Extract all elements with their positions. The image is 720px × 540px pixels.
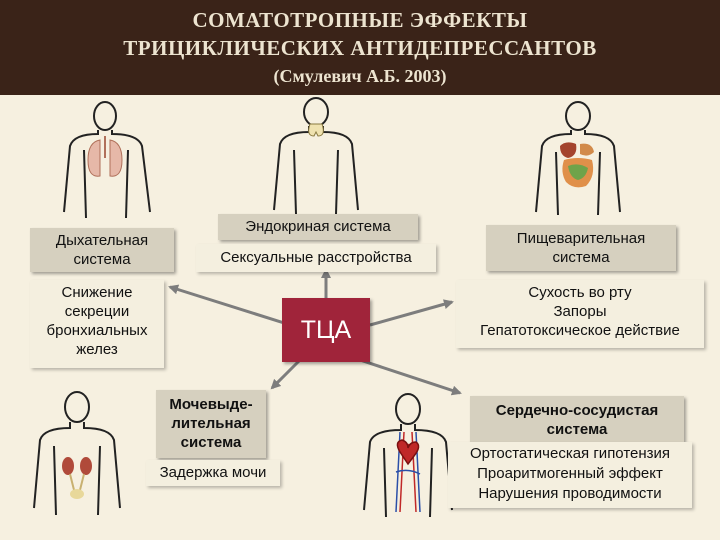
body-figure-lungs: [63, 101, 151, 219]
cardio-title: Сердечно-сосудистая система: [470, 396, 684, 442]
endocrine-title-text: Эндокриная система: [245, 218, 391, 235]
cardio-effect: Ортостатическая гипотензия Проаритмогенн…: [448, 442, 692, 508]
digestive-effect-line-2: Запоры: [553, 303, 607, 320]
arrow-to-urinary: [270, 358, 302, 390]
respiratory-effect: Снижение секреции бронхиальных желез: [30, 280, 164, 368]
digestive-title: Пищеварительная система: [486, 225, 676, 271]
respiratory-effect-line-3: бронхиальных: [46, 322, 148, 339]
urinary-title: Мочевыде- лительная система: [156, 390, 266, 458]
digestive-effect: Сухость во рту Запоры Гепатотоксическое …: [456, 280, 704, 348]
urinary-effect-text: Задержка мочи: [159, 464, 267, 481]
cardio-effect-line-3: Нарушения проводимости: [478, 485, 662, 502]
title-banner: СОМАТОТРОПНЫЕ ЭФФЕКТЫ ТРИЦИКЛИЧЕСКИХ АНТ…: [0, 0, 720, 95]
body-figure-cardiovascular: [363, 393, 453, 518]
digestive-effect-line-1: Сухость во рту: [528, 284, 632, 301]
arrow-to-digestive: [369, 299, 454, 327]
cardio-effect-line-2: Проаритмогенный эффект: [477, 465, 663, 482]
thyroid-icon: [308, 123, 324, 137]
title-citation: (Смулевич А.Б. 2003): [273, 66, 447, 86]
urinary-title-line-3: система: [180, 434, 242, 451]
urinary-effect: Задержка мочи: [146, 460, 280, 486]
body-figure-kidneys: [33, 391, 121, 516]
digestive-title-line-2: система: [552, 249, 610, 266]
digestive-title-line-1: Пищеварительная: [516, 230, 646, 247]
tca-center-box: ТЦА: [282, 298, 370, 362]
respiratory-title: Дыхательная система: [30, 228, 174, 272]
title-line-2: ТРИЦИКЛИЧЕСКИХ АНТИДЕПРЕССАНТОВ: [123, 36, 597, 60]
body-figure-digestive: [535, 101, 621, 216]
endocrine-effect: Сексуальные расстройства: [196, 244, 436, 272]
heart-vessels-icon: [395, 431, 421, 513]
digestive-effect-line-3: Гепатотоксическое действие: [480, 322, 680, 339]
arrow-to-respiratory: [168, 284, 301, 330]
endocrine-effect-text: Сексуальные расстройства: [220, 249, 412, 266]
arrow-to-cardio: [359, 358, 462, 396]
body-figure-thyroid: [273, 97, 359, 215]
respiratory-title-line-2: система: [73, 251, 131, 268]
cardio-title-line-2: система: [546, 421, 608, 438]
urinary-title-line-2: лительная: [171, 415, 251, 432]
cardio-effect-line-1: Ортостатическая гипотензия: [469, 445, 671, 462]
endocrine-title: Эндокриная система: [218, 214, 418, 240]
digestive-organs-icon: [560, 142, 594, 188]
lungs-icon: [87, 139, 123, 177]
title-line-1: СОМАТОТРОПНЫЕ ЭФФЕКТЫ: [192, 8, 528, 32]
respiratory-effect-line-2: секреции: [64, 303, 130, 320]
cardio-title-line-1: Сердечно-сосудистая: [495, 402, 659, 419]
respiratory-title-line-1: Дыхательная: [55, 232, 149, 249]
urinary-title-line-1: Мочевыде-: [169, 396, 253, 413]
kidneys-icon: [62, 457, 92, 499]
respiratory-effect-line-1: Снижение: [61, 284, 133, 301]
respiratory-effect-line-4: желез: [76, 341, 118, 358]
